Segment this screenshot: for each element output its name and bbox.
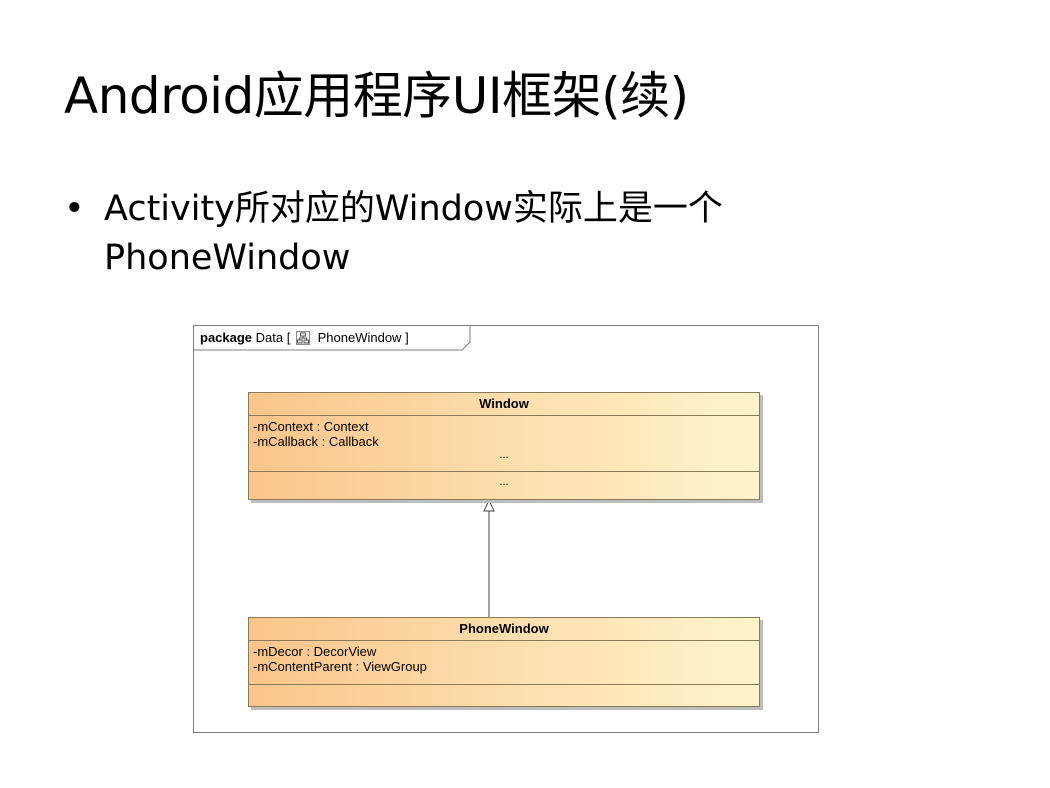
bullet-text: Activity所对应的Window实际上是一个 PhoneWindow — [104, 185, 964, 283]
class-diagram-icon — [295, 331, 310, 345]
frame-tab-outline — [194, 326, 471, 351]
class-attributes: -mContext : Context -mCallback : Callbac… — [249, 416, 759, 472]
class-attribute: -mContentParent : ViewGroup — [253, 659, 427, 674]
attributes-ellipsis: ... — [499, 449, 509, 461]
uml-package-frame: package Data [ PhoneWindow ] Window -mCo… — [193, 325, 819, 733]
generalization-connector — [483, 498, 495, 617]
bullet-line-1: Activity所对应的Window实际上是一个 — [104, 189, 723, 229]
frame-tab: package Data [ PhoneWindow ] — [194, 326, 471, 351]
class-attribute: -mCallback : Callback — [253, 434, 379, 449]
uml-class-phonewindow: PhoneWindow -mDecor : DecorView -mConten… — [248, 617, 760, 707]
frame-diagram-name: PhoneWindow — [317, 330, 402, 345]
class-attribute: -mDecor : DecorView — [253, 644, 377, 659]
class-attributes: -mDecor : DecorView -mContentParent : Vi… — [249, 641, 759, 685]
class-attribute: -mContext : Context — [253, 419, 369, 434]
class-operations — [249, 685, 759, 689]
frame-keyword: package — [200, 330, 253, 345]
bullet-marker: • — [64, 189, 85, 229]
generalization-arrowhead — [483, 498, 495, 512]
bullet-line-2: PhoneWindow — [104, 238, 351, 278]
frame-name-suffix: ] — [405, 330, 409, 345]
uml-class-window: Window -mContext : Context -mCallback : … — [248, 392, 760, 500]
class-name: PhoneWindow — [249, 618, 759, 641]
class-name: Window — [249, 393, 759, 416]
class-operations: ... — [499, 476, 509, 488]
slide-title: Android应用程序UI框架(续) — [64, 67, 689, 125]
frame-name-prefix: Data [ — [255, 330, 291, 345]
